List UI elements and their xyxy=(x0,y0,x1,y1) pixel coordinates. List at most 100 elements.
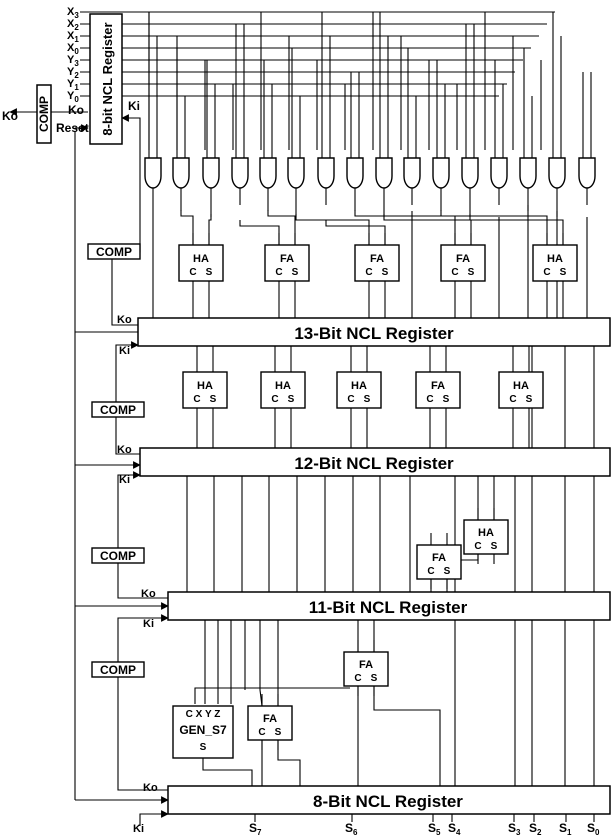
adder-row1-3-box xyxy=(354,244,400,282)
adder-row1-1-sum: S xyxy=(206,267,213,278)
wire-layer xyxy=(9,11,595,826)
output-label-s0: S0 xyxy=(587,821,600,837)
adder-row1-5-box xyxy=(532,244,578,282)
adder-row3-2-carry: C xyxy=(427,566,434,577)
stage-register-12bit-title: 12-Bit NCL Register xyxy=(294,454,454,473)
adder-row1-4-type: FA xyxy=(456,253,470,265)
adder-row1-3-type: FA xyxy=(370,253,384,265)
stage-register-11bit: 11-Bit NCL Register Ko Ki xyxy=(141,588,611,630)
and-gate-body xyxy=(172,157,190,189)
comp-block-stage2-label: COMP xyxy=(100,403,136,417)
output-labels: S7 S6 S5 S4 S3 S2 S1 S0 xyxy=(249,821,600,837)
comp-block-stage1-label: COMP xyxy=(96,245,132,259)
comp-block-stage1: COMP xyxy=(87,243,141,260)
adder-row1-4-sum: S xyxy=(468,267,475,278)
and-gate-body xyxy=(144,157,162,189)
and-gate xyxy=(403,157,421,189)
and-gate xyxy=(519,157,537,189)
output-label-s3: S3 xyxy=(508,821,521,837)
input-labels: X3 X2 X1 X0 Y3 Y2 Y1 Y0 xyxy=(67,6,79,104)
and-gate xyxy=(490,157,508,189)
gate-to-adder-wire xyxy=(267,210,296,251)
and-gate xyxy=(461,157,479,189)
adder-row1-2-sum: S xyxy=(292,267,299,278)
adder-row1-5-type: HA xyxy=(547,253,563,265)
stage-register-12bit-ko: Ko xyxy=(117,444,132,456)
gate-to-adder-wire xyxy=(180,210,194,251)
adder-row2-2-box xyxy=(260,371,306,409)
adder-row3-1-box xyxy=(463,519,509,555)
adder-row1-3-sum: S xyxy=(382,267,389,278)
adder-row1-5-sum: S xyxy=(560,267,567,278)
stage-register-13bit-title: 13-Bit NCL Register xyxy=(294,324,454,343)
stage-register-8bit-title: 8-Bit NCL Register xyxy=(313,792,463,811)
adder-row3-1-carry: C xyxy=(474,541,481,552)
adder-row4-1-carry: C xyxy=(354,673,361,684)
input-register: 8-bit NCL Register Ko Reset Ki xyxy=(56,13,140,145)
input-label-y3: Y3 xyxy=(67,54,79,68)
gen-feedback-wire xyxy=(194,687,350,704)
gen-to-register-wire xyxy=(202,758,253,786)
adder-row3-2-sum: S xyxy=(444,566,451,577)
adder-row2-5-type: HA xyxy=(513,380,529,392)
adder-row3-2-box xyxy=(416,544,462,580)
gen-s7-block: C X Y Z GEN_S7 S xyxy=(172,705,234,759)
gate-to-adder-wire xyxy=(354,210,456,251)
ki-feedback-wire xyxy=(115,341,140,455)
gate-to-adder-wire xyxy=(239,220,280,251)
adder-row2-4-carry: C xyxy=(426,394,433,405)
adder-row1-2-carry: C xyxy=(275,267,282,278)
adder-row3-1-type: HA xyxy=(478,527,494,539)
stage-register-11bit-title: 11-Bit NCL Register xyxy=(309,598,468,617)
gate-to-adder-wire xyxy=(383,214,472,251)
and-gate xyxy=(172,157,190,189)
ki-feedback-wire xyxy=(111,114,141,326)
comp-block-stage4: COMP xyxy=(91,661,145,678)
stage-register-13bit-ki: Ki xyxy=(119,345,130,357)
adder-row2-2-carry: C xyxy=(271,394,278,405)
and-gate-body xyxy=(287,157,305,189)
and-gate xyxy=(144,157,162,189)
adder-row1-1-box xyxy=(178,244,224,282)
adder-row4-1-type: FA xyxy=(359,659,373,671)
adder-row1-4-carry: C xyxy=(451,267,458,278)
input-register-ko-label: Ko xyxy=(68,103,84,117)
input-label-x2: X2 xyxy=(67,18,79,32)
adder-row1-2-type: FA xyxy=(280,253,294,265)
comp-block-stage3-label: COMP xyxy=(100,549,136,563)
adder-row3-1-sum: S xyxy=(491,541,498,552)
input-label-x0: X0 xyxy=(67,42,79,56)
stage-register-8bit: 8-Bit NCL Register Ko Ki xyxy=(133,782,611,835)
adder-row2-4-type: FA xyxy=(431,380,445,392)
adder-row2-1-sum: S xyxy=(210,394,217,405)
adder-row4-1-sum: S xyxy=(371,673,378,684)
gate-to-adder-wire xyxy=(325,220,386,251)
and-gate-body xyxy=(317,157,335,189)
stage-register-12bit-ki: Ki xyxy=(119,474,130,486)
input-label-x3: X3 xyxy=(67,6,79,20)
and-gate-body xyxy=(578,157,596,189)
adder-row1-1-type: HA xyxy=(193,253,209,265)
and-gate xyxy=(578,157,596,189)
and-gate-body xyxy=(548,157,566,189)
and-gate xyxy=(432,157,450,189)
gen-s7-title: GEN_S7 xyxy=(179,723,227,737)
adder-row2-5-box xyxy=(498,371,544,409)
and-gate-array xyxy=(144,157,596,189)
input-register-title: 8-bit NCL Register xyxy=(100,22,115,135)
and-gate xyxy=(317,157,335,189)
adder-row2-2-sum: S xyxy=(288,394,295,405)
adder-row2-1-carry: C xyxy=(193,394,200,405)
